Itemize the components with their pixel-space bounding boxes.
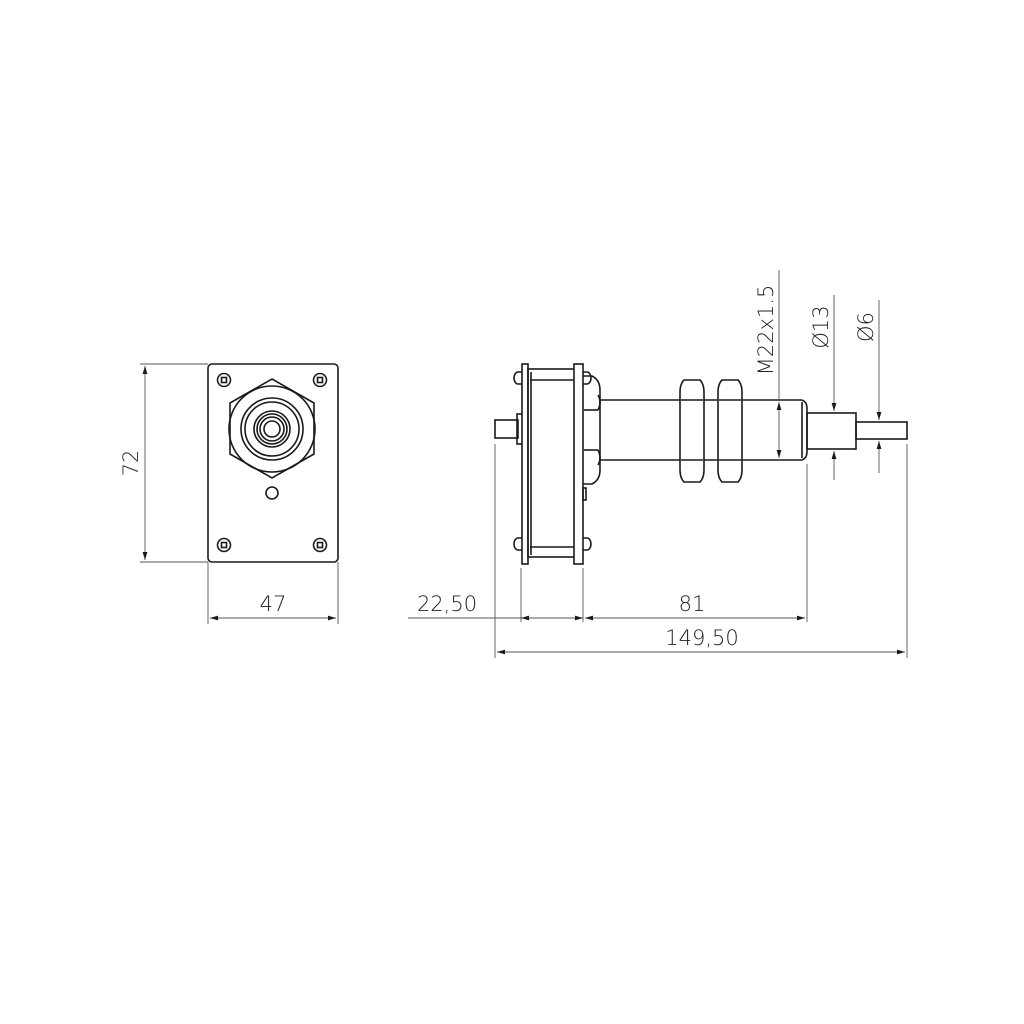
width-label: 47: [260, 592, 287, 616]
shaft-d6: [855, 421, 908, 440]
front-view: 72 47: [119, 363, 339, 624]
screw-icon: [312, 372, 328, 388]
rear-shaft: [494, 419, 519, 439]
indicator-hole: [265, 486, 279, 500]
height-label: 72: [119, 450, 143, 477]
flange-nut: [583, 375, 601, 485]
screw-icon: [216, 372, 232, 388]
rear-flange: [521, 363, 529, 565]
shaft-d13: [806, 412, 857, 450]
side-view: M22x1.5 Ø13 Ø6 22,50 81 149,50: [408, 270, 908, 658]
dia6-label: Ø6: [854, 312, 878, 342]
nut-chamfer-circle: [228, 385, 316, 473]
front-flange: [573, 363, 584, 565]
body-length-label: 81: [679, 592, 706, 616]
mounting-plate: [207, 363, 339, 563]
offset-label: 22,50: [417, 592, 477, 616]
shaft-end: [263, 420, 281, 438]
hex-nut: [229, 378, 315, 479]
screw-icon: [216, 537, 232, 553]
lock-nut: [679, 379, 705, 483]
overall-length-label: 149,50: [665, 626, 738, 650]
thread-label: M22x1.5: [754, 285, 778, 376]
screw-icon: [312, 537, 328, 553]
dia13-label: Ø13: [809, 305, 833, 348]
gear-housing: [527, 368, 579, 558]
lock-nut: [717, 379, 743, 483]
